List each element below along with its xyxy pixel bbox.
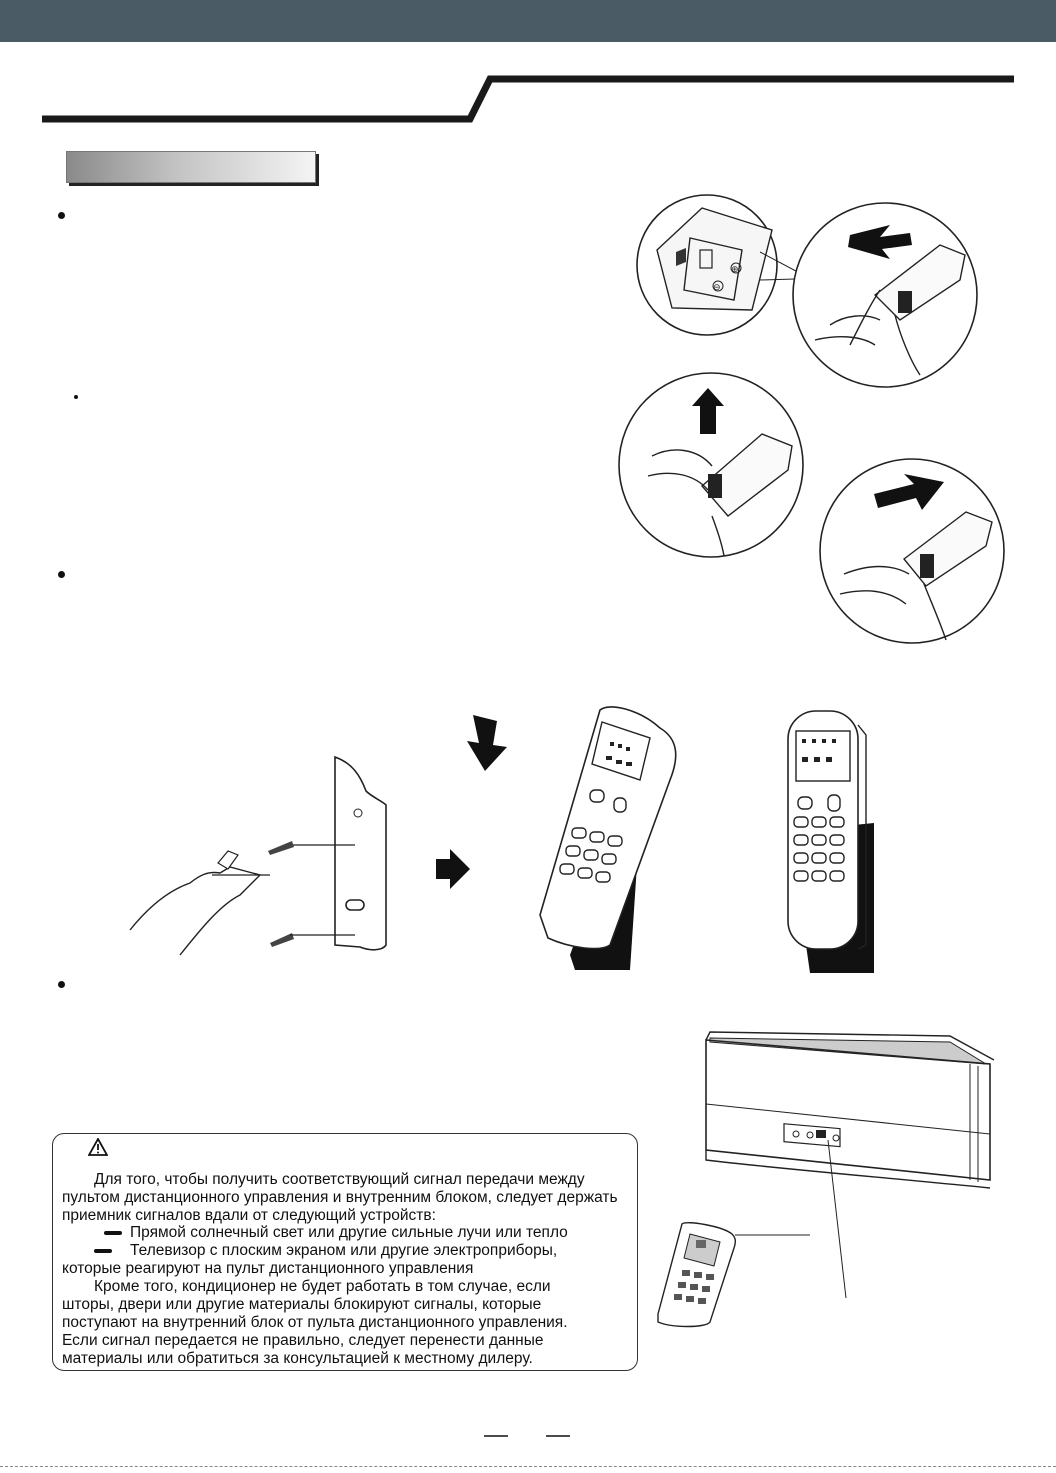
remote-in-holder-illustration [780, 705, 880, 980]
bullet-holder [58, 571, 65, 578]
dash-bullet [94, 1249, 112, 1253]
warning-line: приемник сигналов вдали от следующий уст… [62, 1207, 436, 1225]
bullet-battery [58, 212, 65, 219]
warning-line: поступают на внутренний блок от пульта д… [62, 1314, 568, 1332]
warning-line: которые реагируют на пульт дистанционног… [62, 1260, 473, 1278]
warning-line: шторы, двери или другие материалы блокир… [62, 1296, 541, 1314]
warning-line: пультом дистанционного управления и внут… [62, 1189, 618, 1207]
polarity-plus: ⊕ [731, 264, 739, 274]
warning-line: материалы или обратиться за консультацие… [62, 1350, 533, 1368]
bullet-signal [58, 981, 65, 988]
warning-line: Прямой солнечный свет или другие сильные… [130, 1224, 568, 1242]
bullet-sub-note [74, 395, 78, 399]
section-tab [66, 151, 316, 183]
header-rule [0, 70, 1056, 130]
insert-battery-illustration [612, 366, 810, 564]
warning-triangle-icon [88, 1138, 108, 1156]
bottom-rule [0, 1466, 1056, 1467]
warning-line: Если сигнал передается не правильно, сле… [62, 1332, 544, 1350]
page-number-marks [484, 1432, 574, 1442]
remove-cover-illustration [790, 195, 980, 395]
polarity-minus: ⊖ [713, 282, 721, 292]
warning-line: Для того, чтобы получить соответствующий… [94, 1171, 585, 1189]
holder-mounting-illustration [120, 755, 400, 960]
warning-line: Телевизор с плоским экраном или другие э… [130, 1242, 557, 1260]
remote-small-illustration [652, 1218, 740, 1330]
warning-line: Кроме того, кондиционер не будет работат… [94, 1278, 551, 1296]
close-cover-illustration [814, 454, 1010, 648]
arrow-down-icon [463, 715, 511, 773]
header-bar [0, 0, 1056, 42]
arrow-right-icon [436, 849, 470, 889]
remote-insert-holder-illustration [530, 700, 690, 980]
dash-bullet [104, 1231, 122, 1235]
